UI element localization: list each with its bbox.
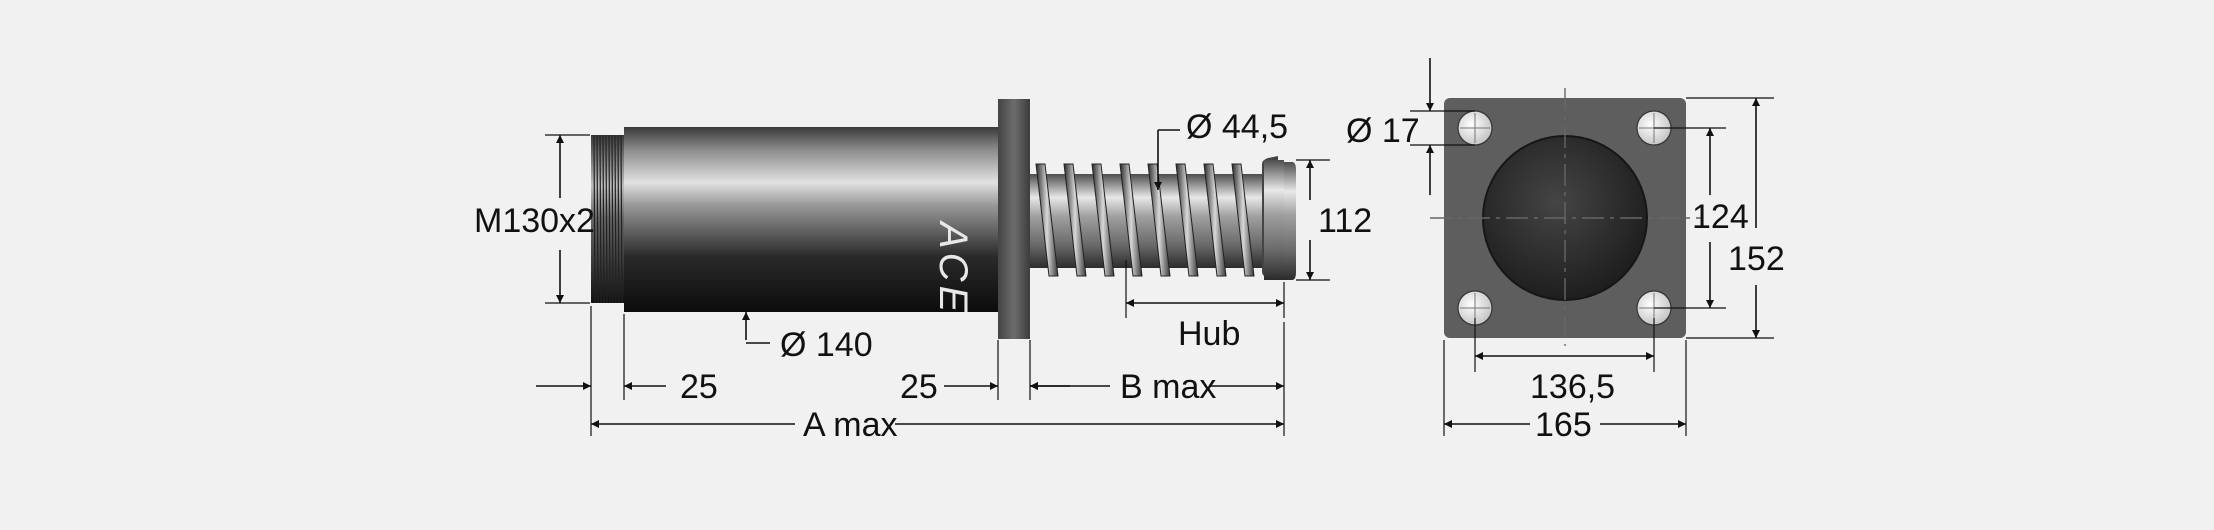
hole-pitch-vertical-label: 124 <box>1692 198 1749 236</box>
brand-label: ACE <box>931 220 975 316</box>
spring-coil <box>1147 163 1171 277</box>
head-height-dimension: 112 <box>1296 159 1372 281</box>
length-dimensions: 25 25 B max A max <box>536 306 1285 444</box>
thread-label: M130x2 <box>474 202 595 240</box>
flange-width-dimension: 165 <box>1443 340 1687 444</box>
thread-dimension: M130x2 <box>474 134 595 304</box>
spring-coil <box>1035 163 1059 277</box>
hole-pitch-vertical-dimension: 124 <box>1654 127 1749 309</box>
thread-groove <box>620 134 623 304</box>
thread-groove <box>605 134 608 304</box>
body-diameter-label: Ø 140 <box>780 326 873 364</box>
hole-pitch-horizontal-dimension: 136,5 <box>1474 318 1655 406</box>
thread-groove <box>602 134 605 304</box>
spring-coil <box>1063 163 1087 277</box>
b-max-label: B max <box>1120 368 1216 406</box>
flange-width-label: 165 <box>1535 406 1592 444</box>
front-view <box>1430 88 1702 346</box>
spring-diameter-label: Ø 44,5 <box>1186 108 1288 146</box>
stroke-label: Hub <box>1178 315 1240 353</box>
thread-groove <box>599 134 602 304</box>
thread-groove <box>608 134 611 304</box>
hole-diameter-dimension: Ø 17 <box>1346 58 1475 195</box>
spring-diameter-dimension: Ø 44,5 <box>1154 108 1288 190</box>
thread-groove <box>614 134 617 304</box>
thread-groove <box>617 134 620 304</box>
length-25-left: 25 <box>680 368 718 406</box>
stroke-dimension: Hub <box>1125 260 1285 353</box>
hole-pitch-horizontal-label: 136,5 <box>1530 368 1615 406</box>
length-25-right: 25 <box>900 368 938 406</box>
mounting-flange <box>998 99 1030 339</box>
body-diameter-dimension: Ø 140 <box>742 312 873 364</box>
spring-coil <box>1203 163 1227 277</box>
hole-diameter-label: Ø 17 <box>1346 112 1420 150</box>
flange-height-dimension: 152 <box>1686 97 1785 339</box>
side-view: ACE <box>591 99 1296 339</box>
threaded-end <box>591 134 624 304</box>
thread-groove <box>611 134 614 304</box>
spring-coil <box>1231 163 1255 277</box>
spring-coil <box>1175 163 1199 277</box>
thread-groove <box>596 134 599 304</box>
flange-height-label: 152 <box>1728 240 1785 278</box>
cylinder-body <box>624 127 998 312</box>
return-spring <box>1035 163 1255 277</box>
spring-coil <box>1119 163 1143 277</box>
a-max-label: A max <box>803 406 897 444</box>
spring-coil <box>1091 163 1115 277</box>
head-height-label: 112 <box>1318 202 1372 240</box>
thread-groove <box>593 134 596 304</box>
